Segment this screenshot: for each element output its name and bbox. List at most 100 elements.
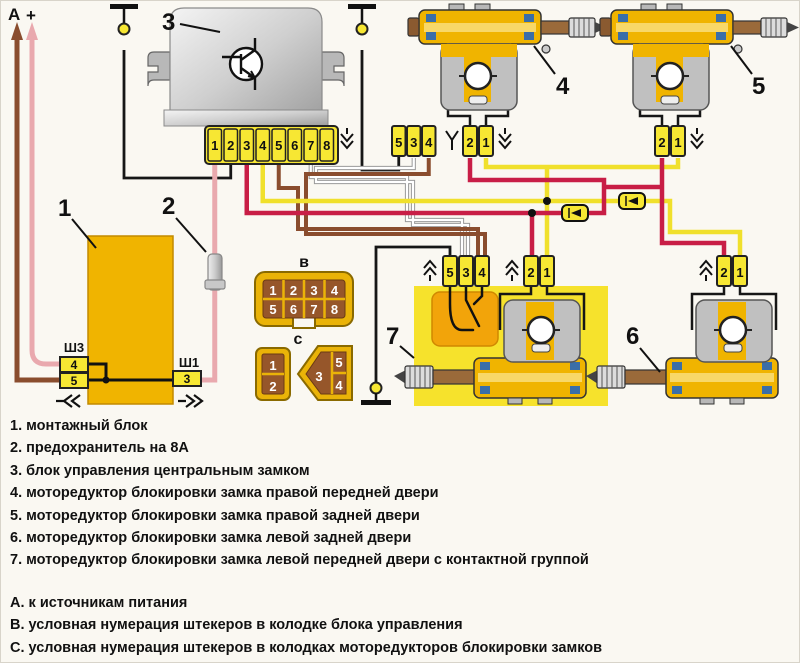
arrow-plus xyxy=(26,22,38,40)
legend-note: А. к источникам питания xyxy=(10,594,188,611)
cu-pin-2: 2 xyxy=(227,138,234,153)
connector-view-b: в 1 2 3 4 5 6 7 8 xyxy=(254,254,354,329)
b-pin-8: 8 xyxy=(331,302,338,317)
actuator-front-right: 2 1 xyxy=(406,2,609,157)
callout-5: 5 xyxy=(752,73,765,100)
c-pin-1: 1 xyxy=(269,358,276,373)
fork-symbol-icon xyxy=(445,130,459,150)
act6-chevron-icon xyxy=(699,260,713,282)
sh1-pin3: 3 xyxy=(184,372,191,386)
wire-white-534 xyxy=(314,158,470,256)
legend-item: 6. моторедуктор блокировки замка левой з… xyxy=(10,530,412,547)
legend-note: С. условная нумерация штекеров в колодка… xyxy=(10,639,603,656)
cu-pin-1: 1 xyxy=(211,138,218,153)
act4-pin-1: 1 xyxy=(482,135,489,150)
top534-pin-4: 4 xyxy=(425,135,433,150)
wire-pink-power xyxy=(29,38,60,367)
b-pin-4: 4 xyxy=(331,283,339,298)
actuator-rear-right: 2 1 xyxy=(598,2,800,157)
act7-switch-pin-3: 3 xyxy=(462,265,469,280)
wire-red-main xyxy=(244,158,607,216)
wire-yellow-main xyxy=(260,164,743,256)
c-pin-3: 3 xyxy=(315,369,322,384)
legend-note: В. условная нумерация штекеров в колодке… xyxy=(10,617,463,634)
connector-c-label: с xyxy=(294,331,303,348)
b-pin-7: 7 xyxy=(310,302,317,317)
b-pin-2: 2 xyxy=(290,283,297,298)
act6-pin-2: 2 xyxy=(720,265,727,280)
sh3-label: Ш3 xyxy=(64,340,84,355)
cu-ground-chevron-icon xyxy=(340,127,354,149)
ground-post-left xyxy=(108,2,140,36)
callout-4: 4 xyxy=(556,73,570,100)
power-a-label: А xyxy=(8,5,20,24)
plug-connector-yellow xyxy=(618,192,646,210)
act6-pin-1: 1 xyxy=(736,265,743,280)
sh1-direction-arrow xyxy=(178,394,204,408)
control-unit: 1 2 3 4 5 6 7 8 xyxy=(147,7,354,165)
act7-switch-pin-5: 5 xyxy=(446,265,453,280)
legend-item: 2. предохранитель на 8А xyxy=(10,440,189,457)
act7-switch-chevron-icon xyxy=(423,260,437,282)
callout-6: 6 xyxy=(626,323,639,350)
cu-pin-5: 5 xyxy=(275,138,282,153)
sh1-label: Ш1 xyxy=(179,355,199,370)
mounting-block: 4 5 3 Ш3 Ш1 xyxy=(56,235,204,408)
door-harness-connector: 5 3 4 xyxy=(391,125,459,157)
connector-view-c: с 1 2 3 5 4 xyxy=(255,331,353,401)
plug-connector-red xyxy=(561,204,589,222)
act7-switch-pin-4: 4 xyxy=(478,265,486,280)
wire-brown-534 xyxy=(304,158,487,256)
actuator-rear-left: 2 1 xyxy=(584,255,780,406)
connector-b-label: в xyxy=(299,254,309,271)
callout-1: 1 xyxy=(58,195,71,222)
junction-dot-red xyxy=(528,209,536,217)
red-wires xyxy=(244,158,727,256)
wire-pink-fuse xyxy=(201,164,218,383)
cu-pin-6: 6 xyxy=(291,138,298,153)
arrow-a xyxy=(11,22,23,40)
top534-pin-3: 3 xyxy=(410,135,417,150)
wire-yellow-front xyxy=(483,158,681,170)
callout-2: 2 xyxy=(162,193,175,220)
fuse xyxy=(204,253,226,291)
power-plus-label: + xyxy=(26,6,36,25)
act5-pin-1: 1 xyxy=(674,135,681,150)
callouts xyxy=(71,23,753,373)
mount-ear-left xyxy=(147,51,171,87)
wire-cu-pin2-to-ground xyxy=(122,50,233,180)
cu-pin-8: 8 xyxy=(323,138,330,153)
c-pin-4: 4 xyxy=(335,378,343,393)
contact-group-switch xyxy=(448,284,484,332)
b-pin-1: 1 xyxy=(269,283,276,298)
wire-white-cu7 xyxy=(309,164,464,256)
cu-pin-4: 4 xyxy=(259,138,267,153)
power-wires xyxy=(14,38,218,383)
callout-7: 7 xyxy=(386,323,399,350)
c-pin-5: 5 xyxy=(335,355,342,370)
top534-pin-5: 5 xyxy=(395,135,402,150)
wire-brown-power xyxy=(14,38,60,383)
cu-pin-3: 3 xyxy=(243,138,250,153)
sh3-direction-arrows xyxy=(56,394,81,408)
legend-item: 3. блок управления центральным замком xyxy=(10,462,310,479)
sh3-pin5: 5 xyxy=(71,374,78,388)
mount-ear-right xyxy=(321,51,345,87)
ground-post-bottom xyxy=(361,381,391,405)
act5-pin-2: 2 xyxy=(658,135,665,150)
cu-pins: 1 2 3 4 5 6 7 8 xyxy=(207,128,335,162)
legend: 1. монтажный блок 2. предохранитель на 8… xyxy=(10,415,792,659)
act7-motor-chevron-icon xyxy=(505,260,519,282)
yellow-wires xyxy=(260,158,743,256)
legend-item: 4. моторедуктор блокировки замка правой … xyxy=(10,485,439,502)
wire-switch-pin5-to-ground xyxy=(374,245,452,384)
junction-dot-yellow xyxy=(543,197,551,205)
legend-item: 1. монтажный блок xyxy=(10,418,148,434)
act7-motor-pin-2: 2 xyxy=(527,265,534,280)
act4-chevron-icon xyxy=(498,127,512,149)
sh3-pin4: 4 xyxy=(71,358,78,372)
c-pin-2: 2 xyxy=(269,379,276,394)
b-pin-3: 3 xyxy=(310,283,317,298)
